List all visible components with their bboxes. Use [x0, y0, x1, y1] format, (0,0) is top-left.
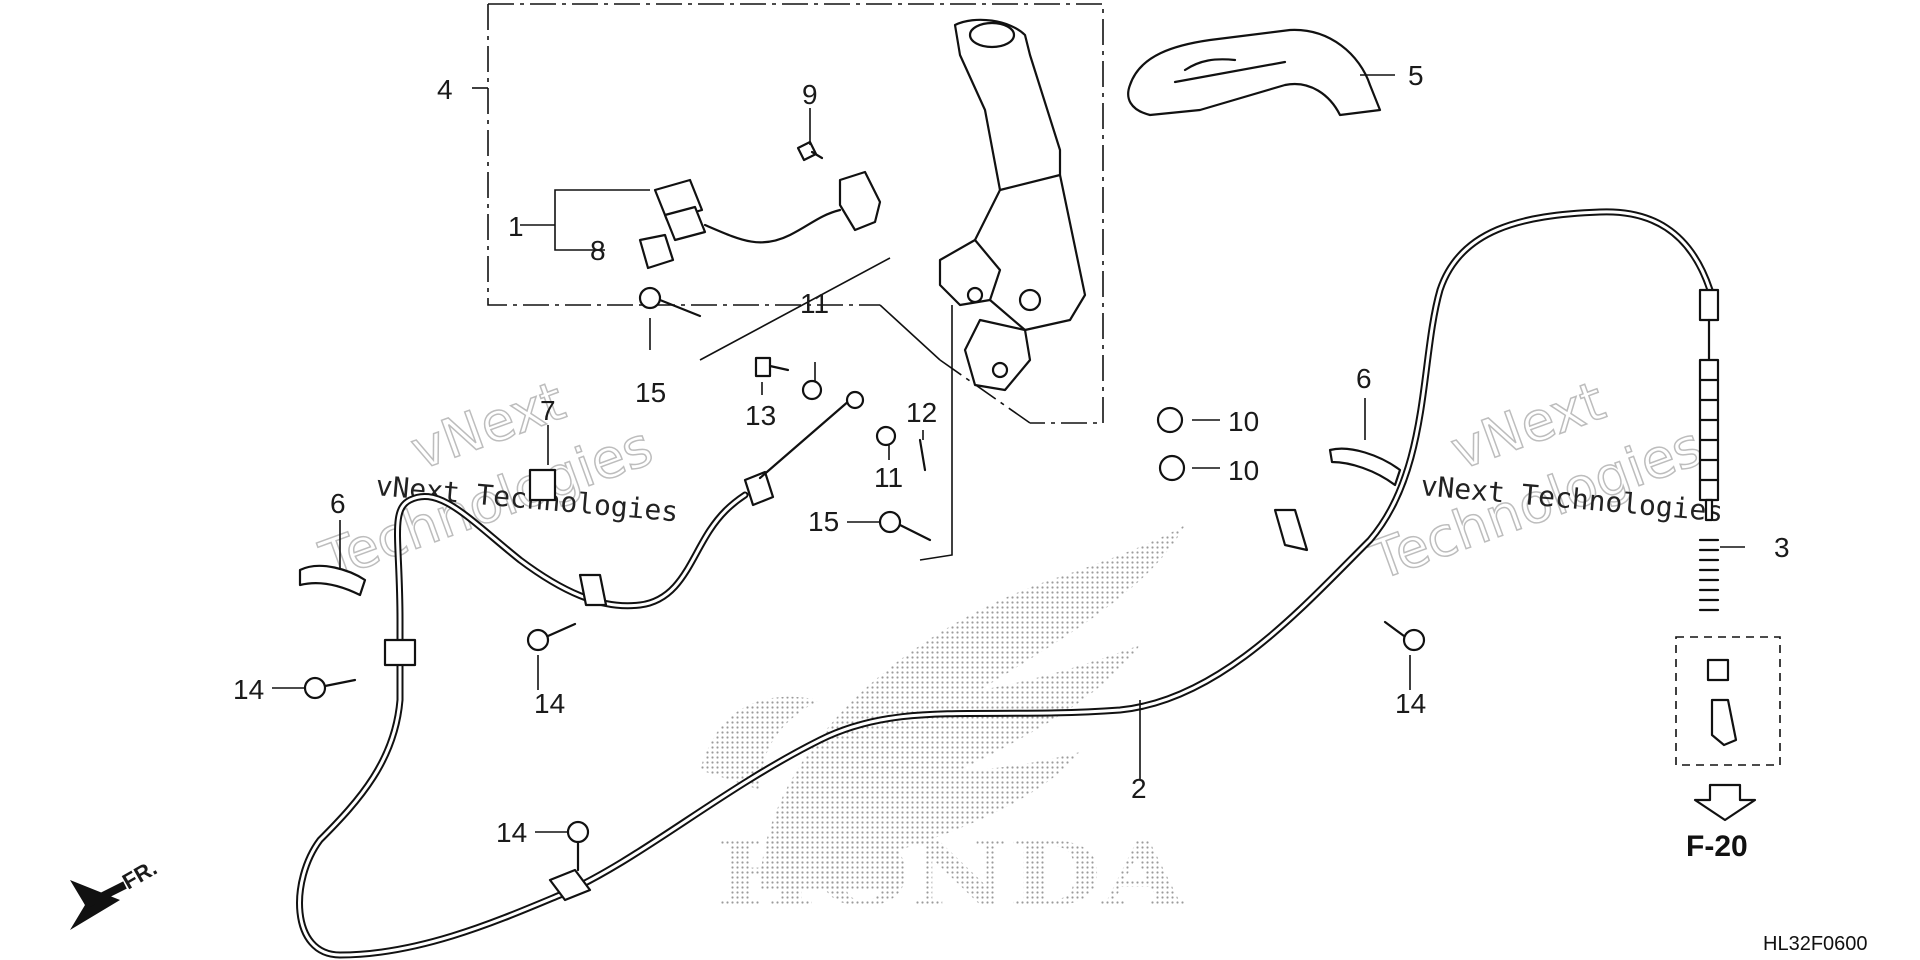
callout-5: 5 — [1408, 60, 1424, 91]
callout-7: 7 — [540, 395, 556, 426]
bolt-15-upper — [638, 286, 702, 318]
front-arrow-icon — [70, 880, 120, 930]
brand-watermark-text: HONDA — [715, 822, 1187, 926]
callout-15-lower: 15 — [808, 506, 839, 537]
parking-brake-cable — [296, 208, 1720, 959]
callout-6-left: 6 — [330, 488, 346, 519]
callout-14-right: 14 — [1395, 688, 1426, 719]
watermark-left: vNext Technologies vNext Technologies — [311, 368, 679, 593]
washer-11-lower — [875, 425, 897, 447]
bolt-15-lower — [878, 510, 932, 542]
nut-10-upper — [1156, 406, 1184, 434]
brand-wing-watermark: HONDA — [700, 525, 1187, 926]
mount-guide-line — [699, 257, 953, 561]
brake-lever — [938, 18, 1087, 392]
assembly-boundary — [487, 3, 1104, 424]
callout-14-left: 14 — [233, 674, 264, 705]
reference-box-parts — [1706, 658, 1738, 747]
callout-10-upper: 10 — [1228, 406, 1259, 437]
tie-band-6-left — [298, 564, 367, 597]
washer-11-upper — [801, 379, 823, 401]
callout-9: 9 — [802, 79, 818, 110]
tie-band-6-right — [1328, 447, 1402, 487]
bolt-14-b — [526, 622, 577, 652]
callout-13: 13 — [745, 400, 776, 431]
diagram-code: HL32F0600 — [1763, 933, 1868, 955]
callout-12: 12 — [906, 397, 937, 428]
callout-2: 2 — [1131, 773, 1147, 804]
reference-label: F-20 — [1686, 830, 1748, 863]
callout-4: 4 — [437, 74, 453, 105]
callout-6-right: 6 — [1356, 363, 1372, 394]
bolt-13 — [754, 356, 790, 378]
clip-7 — [528, 468, 557, 502]
parking-switch-harness — [638, 170, 882, 270]
callout-15-upper: 15 — [635, 377, 666, 408]
callout-14-middle: 14 — [534, 688, 565, 719]
callout-3: 3 — [1774, 532, 1790, 563]
bolt-14-c — [1383, 620, 1426, 652]
pin-12 — [918, 438, 927, 472]
callout-14-bottom: 14 — [496, 817, 527, 848]
callout-8: 8 — [590, 235, 606, 266]
bolt-9 — [796, 140, 824, 162]
callout-11-upper: 11 — [800, 288, 829, 319]
callout-11-lower: 11 — [874, 462, 903, 493]
callout-10-lower: 10 — [1228, 455, 1259, 486]
reference-arrow-icon — [1693, 783, 1757, 822]
lever-boot — [1127, 28, 1382, 117]
callout-1: 1 — [508, 211, 524, 242]
bolt-14-d — [566, 820, 590, 872]
reference-box — [1675, 636, 1781, 766]
watermark-right: vNext Technologies vNext Technologies — [1361, 368, 1724, 593]
spring-3 — [1698, 538, 1720, 612]
bolt-14-a — [303, 676, 357, 700]
nut-10-lower — [1158, 454, 1186, 482]
callout-leaders — [272, 74, 1745, 833]
